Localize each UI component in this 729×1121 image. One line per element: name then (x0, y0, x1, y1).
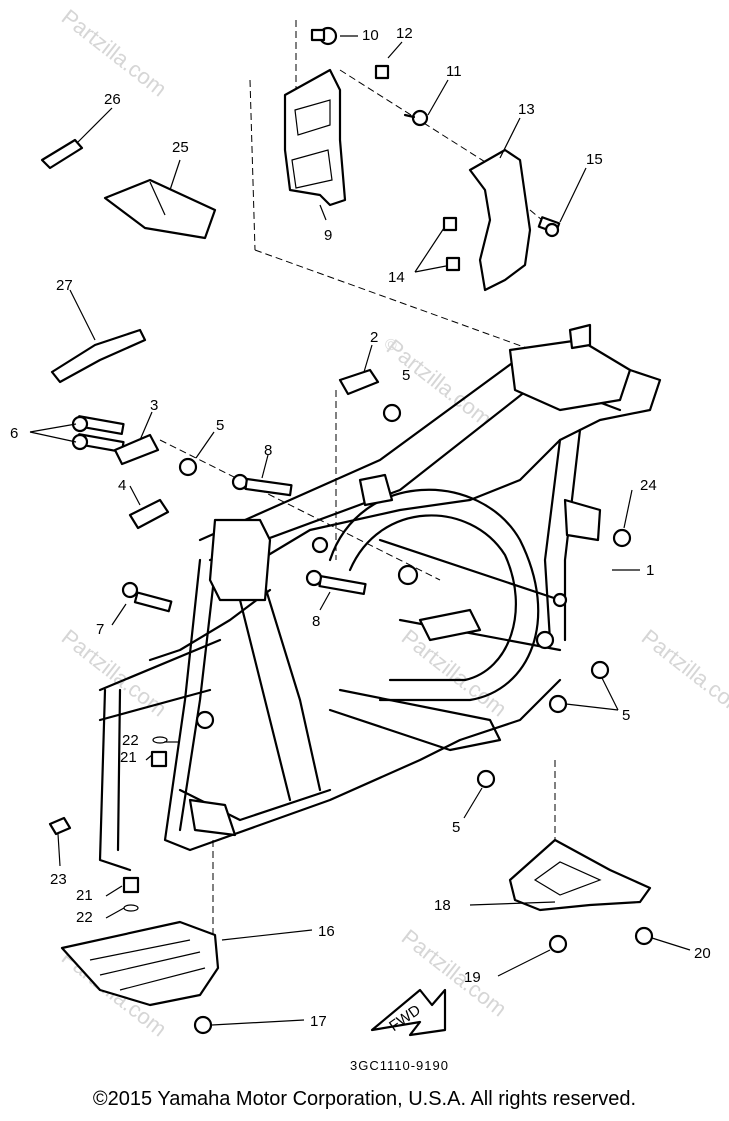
callout-6: 6 (10, 425, 18, 442)
bolt-8b (305, 569, 367, 596)
callout-5c: 5 (622, 707, 630, 724)
tool-bag-25 (103, 178, 217, 240)
bracket-2 (338, 368, 380, 396)
bolt-19 (548, 934, 568, 954)
leader-lines (159, 20, 640, 935)
cushion-14b (445, 256, 461, 272)
callout-12: 12 (396, 25, 413, 42)
nut-5d (548, 694, 568, 714)
bolt-15 (537, 216, 561, 238)
callout-17: 17 (310, 1013, 327, 1030)
collar-21a (150, 750, 168, 768)
callout-19: 19 (464, 969, 481, 986)
callout-11: 11 (446, 63, 462, 80)
watermark-text: Partzilla.com (57, 4, 172, 101)
watermark-text: Partzilla.com (637, 624, 729, 721)
bolts-6 (71, 415, 125, 454)
bracket-3 (113, 433, 160, 466)
bracket-18 (508, 838, 652, 912)
watermark-symbol: © (385, 337, 397, 354)
callout-23: 23 (50, 871, 67, 888)
callout-22a: 22 (122, 732, 139, 749)
callout-22b: 22 (76, 909, 93, 926)
callout-24: 24 (640, 477, 657, 494)
callout-8a: 8 (264, 442, 272, 459)
bolt-7 (121, 581, 173, 613)
callout-2: 2 (370, 329, 378, 346)
damper-23 (48, 816, 72, 836)
watermark-text: Partzilla.com (397, 624, 512, 721)
bolt-10 (310, 26, 338, 46)
callout-20: 20 (694, 945, 711, 962)
callout-10: 10 (362, 27, 379, 44)
grommet-11 (403, 109, 429, 127)
callout-1: 1 (646, 562, 654, 579)
collar-21b (122, 876, 140, 894)
nut-5b (382, 403, 402, 423)
callout-9: 9 (324, 227, 332, 244)
callout-15: 15 (586, 151, 603, 168)
callout-14: 14 (388, 269, 405, 286)
callout-7: 7 (96, 621, 104, 638)
bracket-13 (468, 148, 532, 292)
strap-26 (40, 138, 84, 170)
callout-labels: 1 2 3 4 5 5 5 5 6 7 8 8 9 10 12 11 13 14… (10, 25, 711, 1030)
nut-5c (590, 660, 610, 680)
copyright-notice: ©2015 Yamaha Motor Corporation, U.S.A. A… (92, 1088, 637, 1110)
part-code: 3GC1110-9190 (350, 1058, 449, 1073)
plate-27 (50, 328, 147, 384)
callout-3: 3 (150, 397, 158, 414)
callout-25: 25 (172, 139, 189, 156)
callout-18: 18 (434, 897, 451, 914)
callout-26: 26 (104, 91, 121, 108)
watermark-text: Partzilla.com (57, 624, 172, 721)
callout-27: 27 (56, 277, 73, 294)
callout-16: 16 (318, 923, 335, 940)
callout-5a: 5 (216, 417, 224, 434)
callout-4: 4 (118, 477, 126, 494)
parts: FWD (40, 26, 654, 1037)
main-frame (98, 323, 662, 872)
callout-13: 13 (518, 101, 535, 118)
nut-5a (178, 457, 198, 477)
callout-5d: 5 (452, 819, 460, 836)
cap-24 (612, 528, 632, 548)
guard-16 (60, 920, 220, 1007)
bracket-9 (283, 68, 347, 207)
bolt-20 (634, 926, 654, 946)
fwd-arrow-icon: FWD (370, 988, 447, 1037)
cushion-14a (442, 216, 458, 232)
mount-4 (128, 498, 170, 530)
callout-5b: 5 (402, 367, 410, 384)
callout-leaders (29, 35, 691, 1026)
callout-21b: 21 (76, 887, 93, 904)
bolt-8a (231, 473, 293, 497)
callout-21a: 21 (120, 749, 137, 766)
callout-8b: 8 (312, 613, 320, 630)
nut-5e (476, 769, 496, 789)
cushion-12 (374, 64, 390, 80)
bolt-17 (193, 1015, 213, 1035)
